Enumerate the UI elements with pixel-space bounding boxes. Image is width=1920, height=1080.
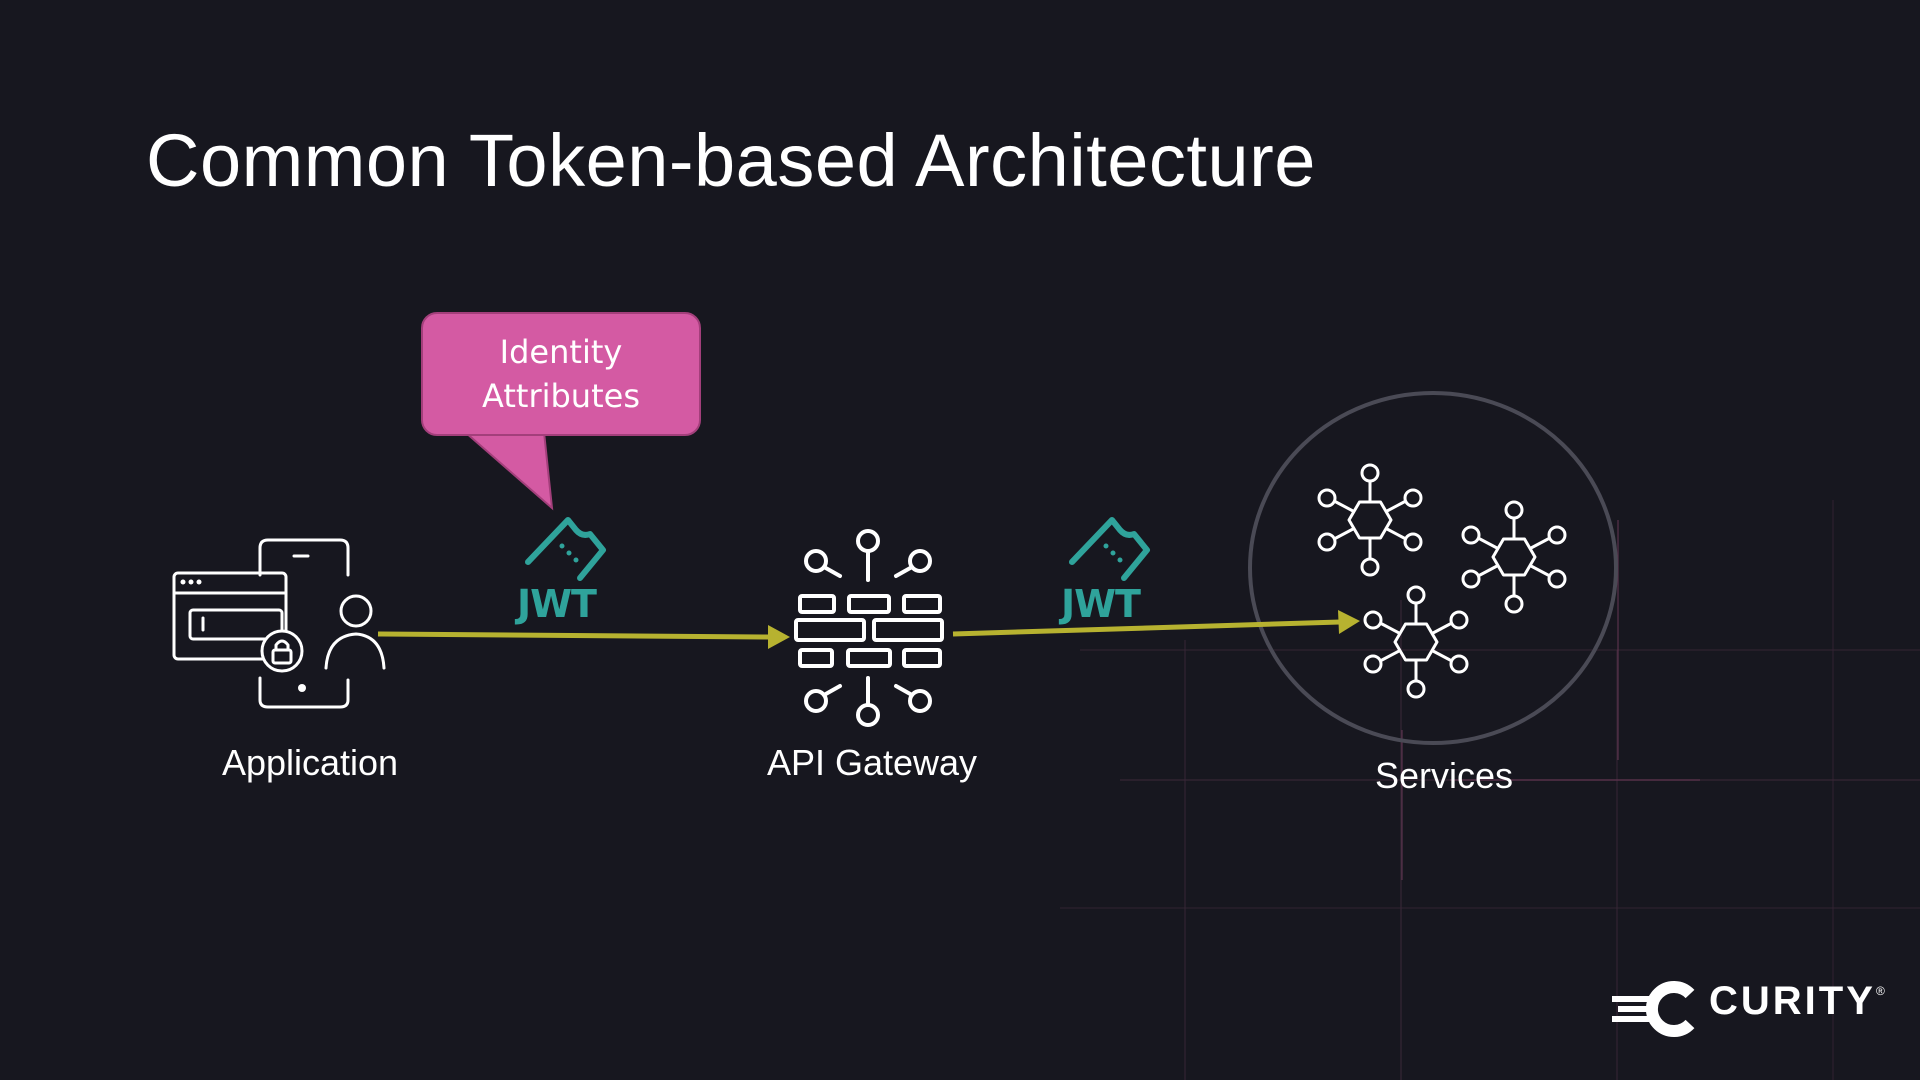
jwt-label-2: JWT: [1061, 582, 1141, 626]
application-label: Application: [221, 742, 399, 783]
app-user-icon: [172, 538, 386, 709]
arrow-gateway-to-services: [952, 610, 1360, 637]
brand-name: CURITY: [1709, 979, 1876, 1023]
identity-attributes-callout: Identity Attributes: [421, 312, 701, 436]
brand-registered-mark: ®: [1876, 984, 1885, 998]
ticket-icon: [1069, 517, 1150, 581]
api-gateway-label: API Gateway: [766, 742, 978, 783]
service-node-3: [1363, 585, 1469, 699]
jwt-label-1: JWT: [517, 582, 597, 626]
ticket-icon: [525, 517, 606, 581]
callout-text: Identity Attributes: [482, 333, 640, 415]
service-node-1: [1317, 463, 1423, 577]
services-boundary: [1248, 391, 1618, 745]
slide-title: Common Token-based Architecture: [146, 119, 1316, 202]
services-label: Services: [1374, 755, 1514, 796]
service-node-2: [1461, 500, 1567, 614]
microservices-icon: [1317, 463, 1567, 699]
arrow-app-to-gateway: [377, 625, 790, 649]
callout-tail: [462, 431, 554, 511]
firewall-hub-icon: [794, 529, 944, 727]
curity-logo-icon: [1612, 981, 1695, 1037]
